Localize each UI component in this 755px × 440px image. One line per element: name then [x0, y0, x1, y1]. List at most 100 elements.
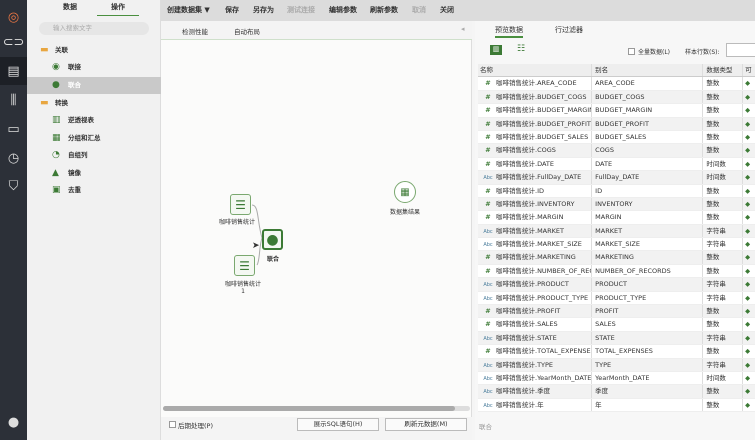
edit-params-button[interactable]: 编辑参数: [329, 6, 357, 14]
visible-indicator[interactable]: ◆: [745, 240, 751, 249]
visible-indicator[interactable]: ◆: [745, 333, 751, 342]
field-alias[interactable]: FullDay_DATE: [592, 171, 704, 184]
field-alias[interactable]: YearMonth_DATE: [592, 371, 704, 385]
visible-indicator[interactable]: ◆: [745, 307, 751, 316]
tab-data[interactable]: 数据: [63, 3, 77, 11]
visible-indicator[interactable]: ◆: [745, 159, 751, 168]
visible-indicator[interactable]: ◆: [745, 320, 751, 329]
visible-indicator[interactable]: ◆: [745, 132, 751, 141]
field-type[interactable]: 整数: [703, 264, 744, 278]
visible-indicator[interactable]: ◆: [745, 213, 751, 222]
item-join[interactable]: ◉联接: [27, 59, 161, 76]
field-alias[interactable]: PRODUCT: [592, 278, 704, 291]
close-button[interactable]: 关闭: [440, 6, 454, 14]
group-transform[interactable]: ▬转换: [27, 95, 161, 112]
table-row[interactable]: #咖啡销售统计.NUMBER_OF_RECORDSNUMBER_OF_RECOR…: [478, 264, 755, 279]
visible-indicator[interactable]: ◆: [745, 226, 751, 235]
visible-indicator[interactable]: ◆: [745, 280, 751, 289]
visible-indicator[interactable]: ◆: [745, 387, 751, 396]
horizontal-scrollbar[interactable]: [163, 406, 470, 411]
field-type[interactable]: 时间数: [703, 171, 744, 184]
grid-view-icon[interactable]: ▥: [490, 45, 502, 55]
field-type[interactable]: 字符串: [703, 331, 744, 345]
sample-rows-input[interactable]: [726, 43, 755, 57]
result-node[interactable]: ▦: [394, 181, 416, 203]
field-alias[interactable]: PROFIT: [592, 305, 704, 318]
field-type[interactable]: 时间数: [703, 371, 744, 385]
field-type[interactable]: 整数: [703, 130, 744, 144]
link-icon[interactable]: ⊂⊃: [2, 34, 25, 50]
visible-indicator[interactable]: ◆: [745, 106, 751, 115]
field-alias[interactable]: ID: [592, 184, 704, 197]
field-alias[interactable]: BUDGET_SALES: [592, 130, 704, 144]
tab-row-filter[interactable]: 行过滤器: [555, 26, 583, 34]
item-dedupe[interactable]: ▣去重: [27, 182, 161, 199]
auto-layout-button[interactable]: 自动布局: [234, 28, 260, 36]
field-type[interactable]: 整数: [703, 398, 744, 412]
flow-canvas[interactable]: 检测性能 自动布局 ◂ ☰ 咖啡销售统计 ☰ 咖啡销售统计 1 ● 联合 ▦ 数…: [161, 21, 472, 417]
cancel-button[interactable]: 取消: [412, 6, 426, 14]
col-visible[interactable]: 可: [745, 66, 752, 74]
all-data-checkbox[interactable]: [628, 48, 635, 55]
visible-indicator[interactable]: ◆: [745, 186, 751, 195]
field-type[interactable]: 字符串: [703, 358, 744, 371]
field-alias[interactable]: INVENTORY: [592, 197, 704, 211]
show-sql-button[interactable]: 展示SQL语句(H): [297, 418, 379, 431]
chart-icon[interactable]: ⫼: [10, 92, 17, 108]
field-alias[interactable]: BUDGET_MARGIN: [592, 104, 704, 117]
col-type[interactable]: 数据类型: [703, 64, 744, 77]
visible-indicator[interactable]: ◆: [745, 146, 751, 155]
save-as-button[interactable]: 另存为: [253, 6, 274, 14]
col-name[interactable]: 名称: [478, 64, 593, 77]
dataset-icon[interactable]: ▤: [0, 57, 27, 85]
visible-indicator[interactable]: ◆: [745, 360, 751, 369]
visible-indicator[interactable]: ◆: [745, 293, 751, 302]
union-node[interactable]: ●: [262, 229, 283, 250]
field-alias[interactable]: AREA_CODE: [592, 77, 704, 90]
visible-indicator[interactable]: ◆: [745, 119, 751, 128]
field-type[interactable]: 整数: [703, 90, 744, 104]
field-type[interactable]: 整数: [703, 305, 744, 318]
item-union[interactable]: ●联合: [27, 77, 161, 94]
collapse-icon[interactable]: ◂: [461, 25, 465, 33]
field-type[interactable]: 整数: [703, 211, 744, 224]
source-node-1[interactable]: ☰: [230, 194, 251, 215]
search-input[interactable]: 输入搜索文字: [39, 22, 149, 35]
field-type[interactable]: 字符串: [703, 291, 744, 305]
field-type[interactable]: 整数: [703, 117, 744, 130]
shield-icon[interactable]: ⛉: [8, 178, 19, 194]
field-alias[interactable]: MARGIN: [592, 211, 704, 224]
visible-indicator[interactable]: ◆: [745, 92, 751, 101]
refresh-params-button[interactable]: 刷新参数: [370, 6, 398, 14]
field-alias[interactable]: BUDGET_COGS: [592, 90, 704, 104]
field-alias[interactable]: COGS: [592, 144, 704, 157]
item-self-column[interactable]: ◔自组列: [27, 147, 161, 164]
create-dataset-button[interactable]: 创建数据集 ▼: [167, 6, 210, 14]
field-type[interactable]: 整数: [703, 104, 744, 117]
field-alias[interactable]: MARKET: [592, 224, 704, 238]
post-process-checkbox[interactable]: [169, 421, 176, 428]
field-alias[interactable]: MARKET_SIZE: [592, 238, 704, 251]
visible-indicator[interactable]: ◆: [745, 266, 751, 275]
visible-indicator[interactable]: ◆: [745, 199, 751, 208]
field-alias[interactable]: TOTAL_EXPENSES: [592, 345, 704, 358]
check-performance-button[interactable]: 检测性能: [182, 28, 208, 36]
test-connection-button[interactable]: 测试连接: [287, 6, 315, 14]
tab-preview-data[interactable]: 预览数据: [495, 23, 523, 38]
field-type[interactable]: 整数: [703, 345, 744, 358]
